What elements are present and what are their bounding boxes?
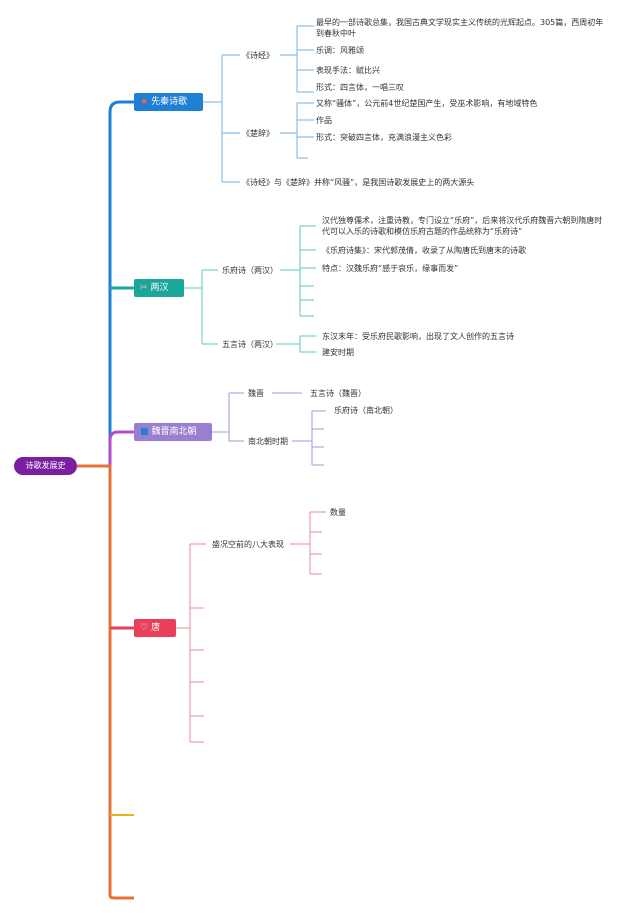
shijing-item: 乐调：风雅颂 <box>316 46 364 55</box>
shengkuang-label[interactable]: 盛况空前的八大表现 <box>212 540 284 549</box>
trunk-bottom <box>108 465 134 900</box>
node-xianqin[interactable]: ★先秦诗歌 <box>134 93 203 111</box>
chuci-item: 作品 <box>316 116 332 125</box>
shijing-item: 形式：四言体，一唱三叹 <box>316 83 404 92</box>
chuci-label[interactable]: 《楚辞》 <box>242 129 274 138</box>
node-lianghan-label: 两汉 <box>150 283 169 293</box>
xianqin-branches <box>203 25 314 183</box>
shijing-label[interactable]: 《诗经》 <box>242 51 274 60</box>
wuyan-item: 东汉末年：受乐府民歌影响，出现了文人创作的五言诗 <box>322 332 514 341</box>
trunk-weijin <box>108 430 134 465</box>
wei-label[interactable]: 魏晋 <box>248 389 264 398</box>
node-tang-label: 唐 <box>151 623 161 633</box>
wuyan-label[interactable]: 五言诗（两汉） <box>222 340 278 349</box>
wuyan-item: 建安时期 <box>322 348 354 357</box>
weijin-branches <box>212 392 326 466</box>
yuefu-item: 特点：汉魏乐府“感于哀乐，缘事而发” <box>322 264 459 273</box>
node-lianghan[interactable]: ✂两汉 <box>134 279 184 297</box>
node-xianqin-label: 先秦诗歌 <box>151 97 188 107</box>
shengkuang-item: 数量 <box>330 508 346 517</box>
yuefu-label[interactable]: 乐府诗（两汉） <box>222 266 278 275</box>
yuefu-item: 汉代独尊儒术，注重诗教，专门设立“乐府”，后来将汉代乐府魏晋六朝到隋唐时代可以入… <box>322 216 603 236</box>
heart-icon: ♡ <box>140 623 149 633</box>
shijing-item: 表现手法：赋比兴 <box>316 66 380 75</box>
trunk-xianqin <box>108 100 134 465</box>
lianghan-branches <box>184 225 316 353</box>
shijing-item: 最早的一部诗歌总集，我国古典文学现实主义传统的光辉起点。305篇，西周初年到春秋… <box>316 18 604 38</box>
nanbei-label[interactable]: 南北朝时期 <box>248 437 288 446</box>
chuci-item: 又称“骚体”，公元前4世纪楚国产生，受巫术影响，有地域特色 <box>316 99 538 108</box>
node-tang[interactable]: ♡唐 <box>134 619 176 637</box>
chuci-item: 形式：突破四言体，充满浪漫主义色彩 <box>316 133 452 142</box>
star-icon: ★ <box>140 97 149 107</box>
yuefu-item: 《乐府诗集》：宋代郭茂倩，收录了从陶唐氏到唐末的诗歌 <box>322 246 526 255</box>
wei-child: 五言诗（魏晋） <box>310 389 366 398</box>
node-weijin[interactable]: ■魏晋南北朝 <box>134 423 212 441</box>
node-weijin-label: 魏晋南北朝 <box>151 427 197 437</box>
tang-branches <box>176 511 326 743</box>
square-icon: ■ <box>140 427 149 437</box>
nanbei-item: 乐府诗（南北朝） <box>334 406 398 415</box>
scissors-icon: ✂ <box>140 283 148 293</box>
root-node[interactable]: 诗歌发展史 <box>14 457 77 475</box>
fengsao-note[interactable]: 《诗经》与《楚辞》并称“风骚”，是我国诗歌发展史上的两大源头 <box>242 178 475 187</box>
